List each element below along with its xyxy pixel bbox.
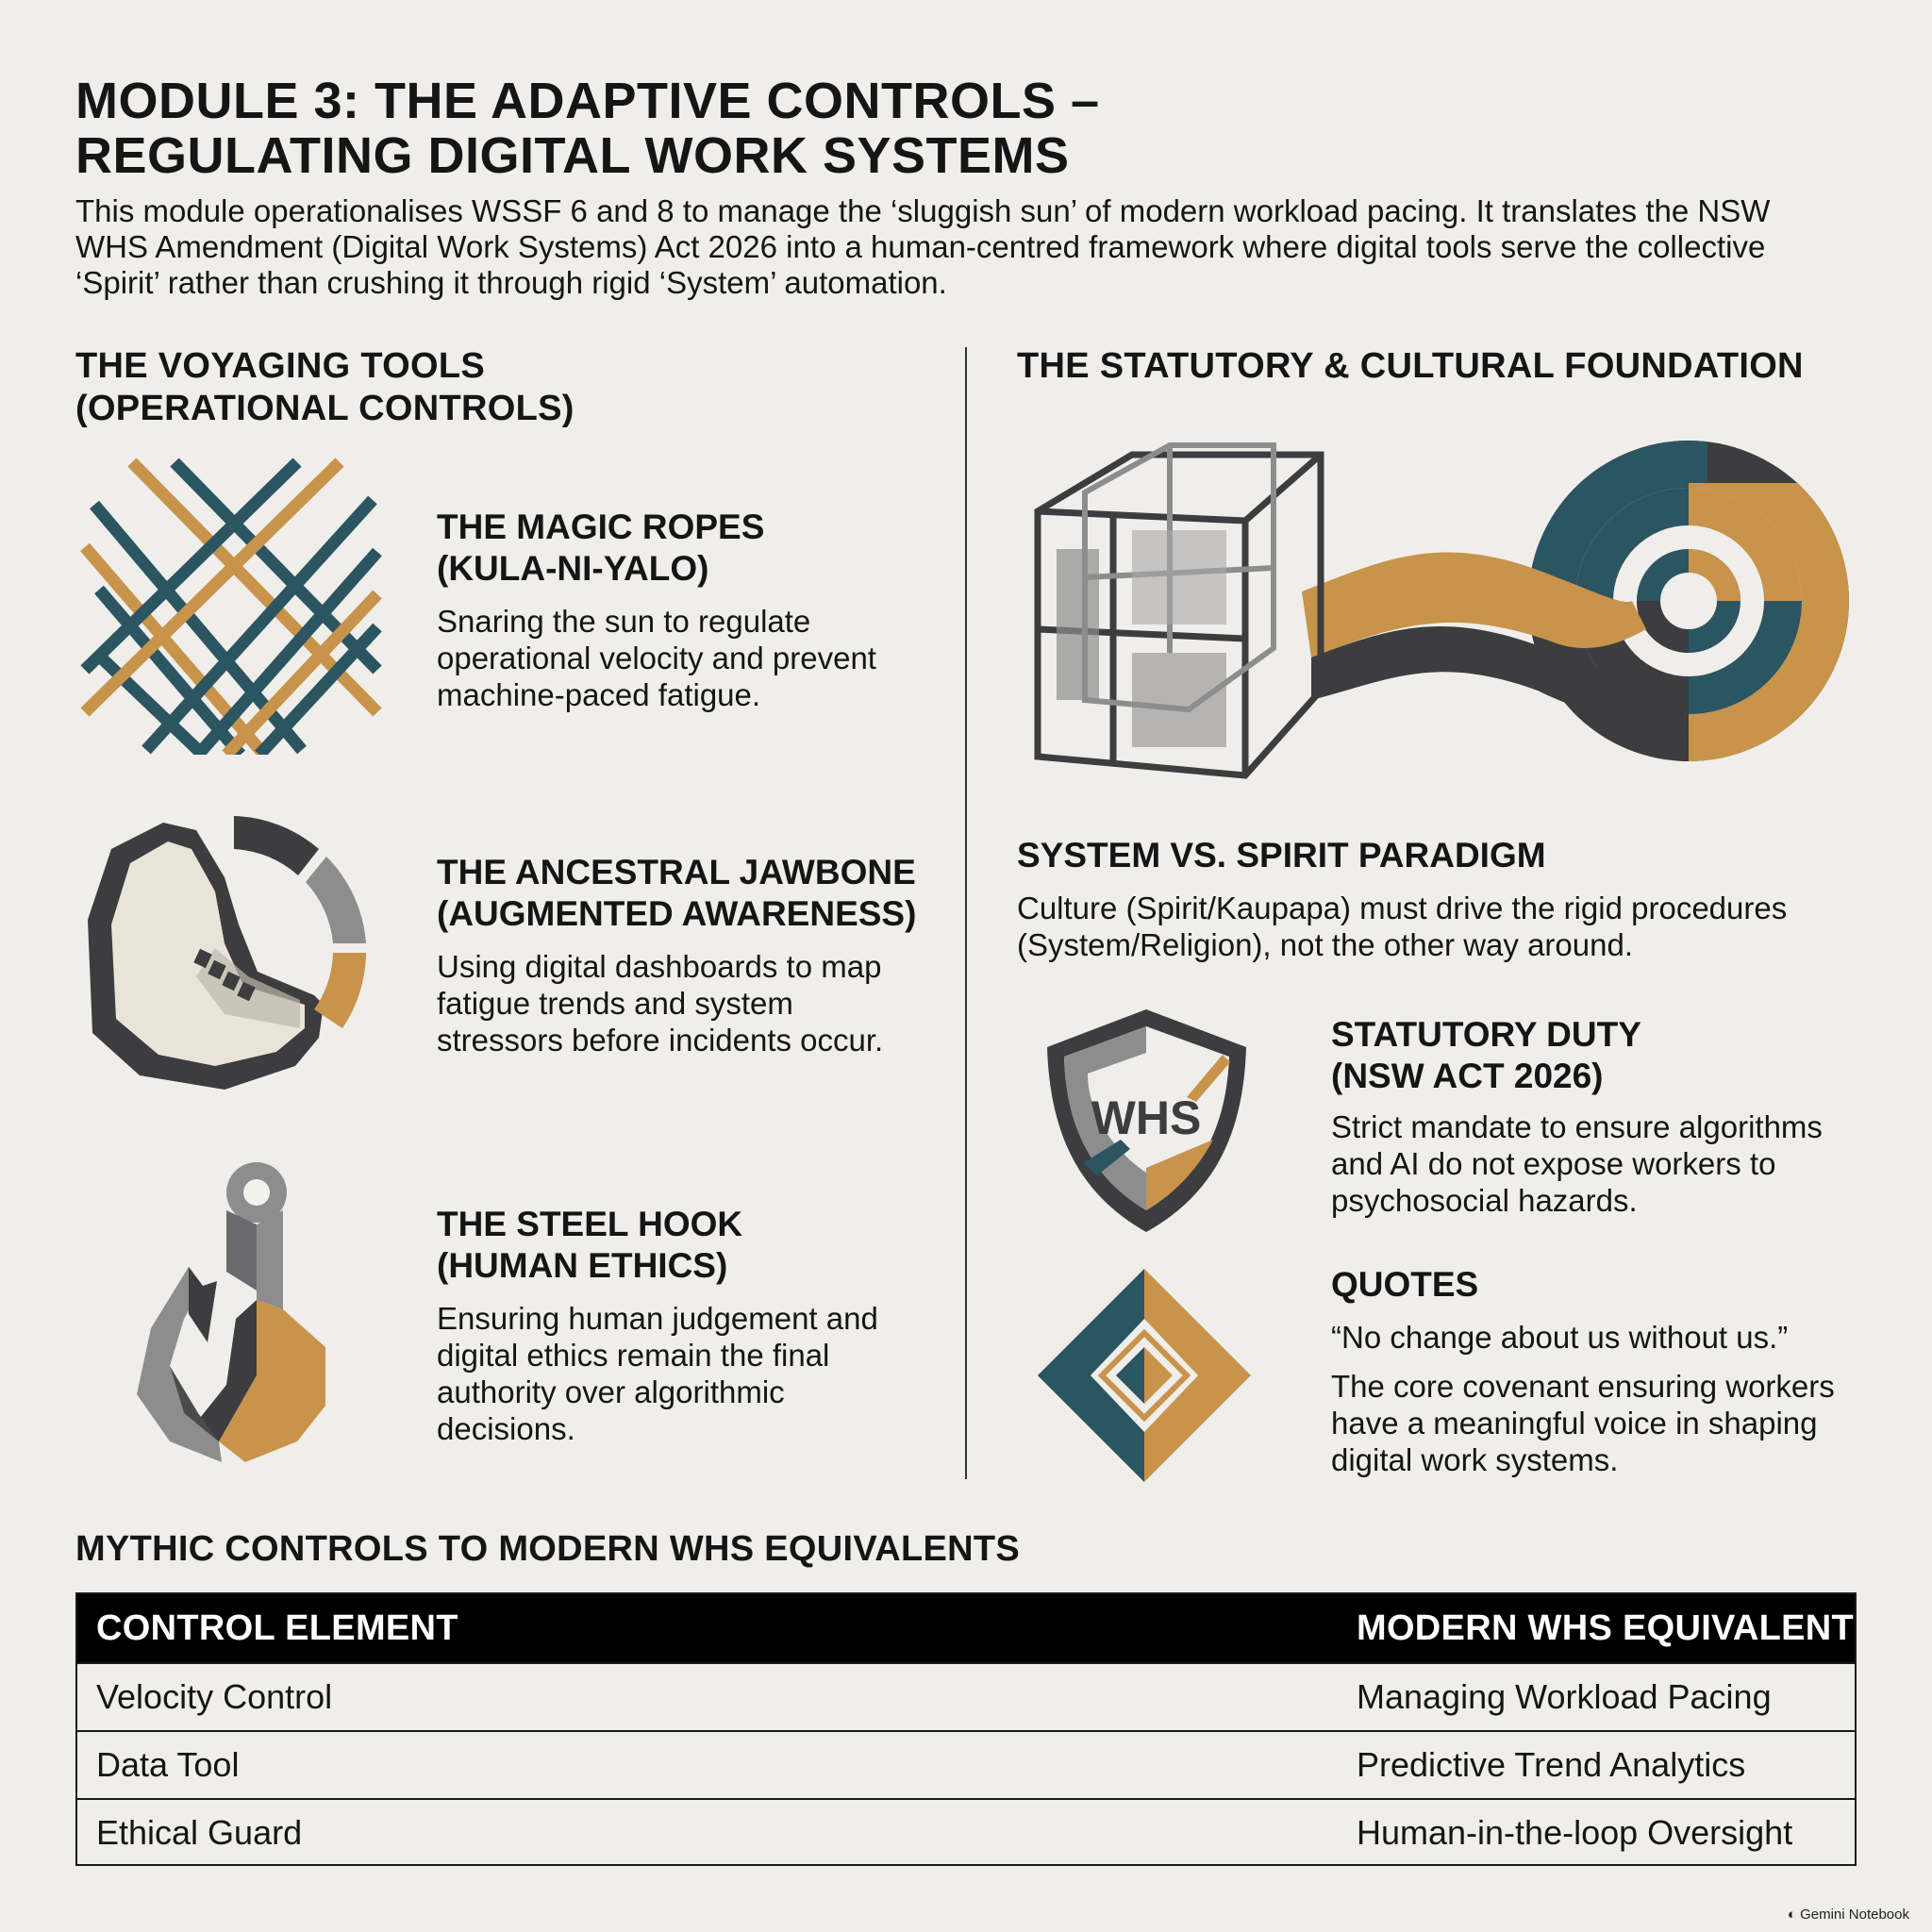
quote-text: “No change about us without us.” [1331, 1320, 1789, 1355]
table-header-row: CONTROL ELEMENT MODERN WHS EQUIVALENT [77, 1594, 1855, 1662]
steel-hook-block: THE STEEL HOOK (HUMAN ETHICS) Ensuring h… [437, 1204, 927, 1447]
paradigm-title: SYSTEM VS. SPIRIT PARADIGM [1017, 836, 1546, 874]
table-cell: Managing Workload Pacing [1357, 1677, 1772, 1716]
steel-hook-title-line-2: (HUMAN ETHICS) [437, 1246, 728, 1285]
table-cell: Human-in-the-loop Oversight [1357, 1813, 1793, 1852]
jawbone-title: THE ANCESTRAL JAWBONE (AUGMENTED AWARENE… [437, 852, 927, 935]
table-cell: Ethical Guard [96, 1813, 303, 1852]
statutory-duty-desc: Strict mandate to ensure algorithms and … [1331, 1109, 1823, 1218]
left-heading-line-2: (OPERATIONAL CONTROLS) [75, 389, 575, 428]
jawbone-title-line-1: THE ANCESTRAL JAWBONE [437, 853, 916, 891]
table-row: Ethical Guard Human-in-the-loop Oversigh… [77, 1798, 1855, 1866]
steel-hook-title: THE STEEL HOOK (HUMAN ETHICS) [437, 1204, 927, 1287]
steel-hook-title-line-1: THE STEEL HOOK [437, 1205, 743, 1243]
statutory-duty-title: STATUTORY DUTY (NSW ACT 2026) [1331, 1014, 1859, 1097]
left-heading-line-1: THE VOYAGING TOOLS [75, 346, 486, 386]
magic-ropes-title: THE MAGIC ROPES (KULA-NI-YALO) [437, 507, 927, 590]
table-header-equivalent: MODERN WHS EQUIVALENT [1357, 1608, 1855, 1648]
table-cell: Data Tool [96, 1745, 240, 1784]
table-cell: Velocity Control [96, 1677, 333, 1716]
equivalents-table: CONTROL ELEMENT MODERN WHS EQUIVALENT Ve… [75, 1592, 1857, 1866]
magic-ropes-desc: Snaring the sun to regulate operational … [437, 604, 876, 712]
crossed-ropes-icon [80, 458, 382, 755]
quotes-title: QUOTES [1331, 1265, 1479, 1304]
page-title: MODULE 3: THE ADAPTIVE CONTROLS – REGULA… [75, 74, 1585, 183]
magic-ropes-block: THE MAGIC ROPES (KULA-NI-YALO) Snaring t… [437, 507, 927, 713]
watermark: ◐ Gemini Notebook [1788, 1907, 1909, 1923]
magic-ropes-title-line-1: THE MAGIC ROPES [437, 508, 765, 546]
intro-paragraph: This module operationalises WSSF 6 and 8… [75, 193, 1771, 300]
shield-label: WHS [1091, 1091, 1202, 1144]
hook-icon [137, 1162, 325, 1462]
notebook-logo-icon: ◐ [1787, 1907, 1796, 1923]
steel-hook-desc: Ensuring human judgement and digital eth… [437, 1301, 878, 1446]
table-row: Data Tool Predictive Trend Analytics [77, 1730, 1855, 1798]
table-cell: Predictive Trend Analytics [1357, 1745, 1746, 1784]
statutory-duty-block: STATUTORY DUTY (NSW ACT 2026) Strict man… [1331, 1014, 1859, 1219]
left-section-heading: THE VOYAGING TOOLS (OPERATIONAL CONTROLS… [75, 345, 575, 430]
title-line-1: MODULE 3: THE ADAPTIVE CONTROLS – [75, 73, 1100, 129]
column-divider [965, 347, 967, 1479]
diamond-icon [1038, 1269, 1251, 1482]
magic-ropes-title-line-2: (KULA-NI-YALO) [437, 549, 709, 588]
table-header-control: CONTROL ELEMENT [96, 1608, 458, 1648]
jawbone-block: THE ANCESTRAL JAWBONE (AUGMENTED AWARENE… [437, 852, 927, 1058]
quotes-desc: The core covenant ensuring workers have … [1331, 1369, 1835, 1477]
paradigm-block: SYSTEM VS. SPIRIT PARADIGM Culture (Spir… [1017, 835, 1847, 963]
jawbone-desc: Using digital dashboards to map fatigue … [437, 949, 884, 1058]
paradigm-desc: Culture (Spirit/Kaupapa) must drive the … [1017, 891, 1788, 962]
whs-shield-icon: WHS [1047, 1009, 1246, 1232]
table-row: Velocity Control Managing Workload Pacin… [77, 1662, 1855, 1730]
right-section-heading: THE STATUTORY & CULTURAL FOUNDATION [1017, 346, 1804, 386]
table-title: MYTHIC CONTROLS TO MODERN WHS EQUIVALENT… [75, 1529, 1021, 1569]
quotes-block: QUOTES “No change about us without us.” … [1331, 1264, 1859, 1478]
title-line-2: REGULATING DIGITAL WORK SYSTEMS [75, 127, 1070, 184]
jawbone-title-line-2: (AUGMENTED AWARENESS) [437, 894, 917, 933]
statutory-duty-title-line-1: STATUTORY DUTY [1331, 1015, 1641, 1054]
watermark-text: Gemini Notebook [1800, 1907, 1909, 1923]
jawbone-icon [88, 816, 366, 1090]
cube-to-spiral-icon [1034, 441, 1849, 779]
statutory-duty-title-line-2: (NSW ACT 2026) [1331, 1057, 1604, 1095]
